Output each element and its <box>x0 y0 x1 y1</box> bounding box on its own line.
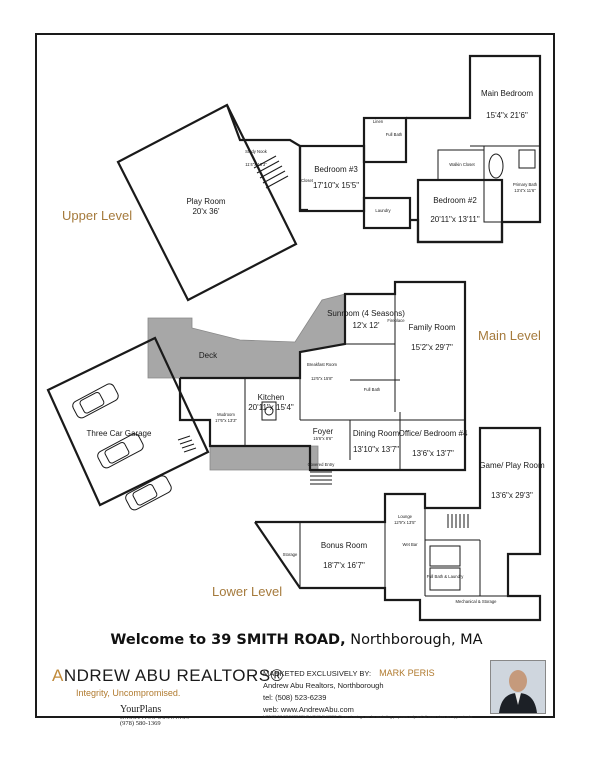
lower-level-outline <box>254 426 542 622</box>
family-room-dims: 15'2"x 29'7" <box>411 343 453 352</box>
marketing-block: MARKETED EXCLUSIVELY BY: MARK PERIS Andre… <box>263 667 435 716</box>
bonus-room-dims: 18'7"x 16'7" <box>323 561 365 570</box>
page-title: Welcome to 39 SMITH ROAD, Northborough, … <box>0 632 593 648</box>
mudroom-dims: 17'6"x 13'3" <box>215 418 237 423</box>
yourplans-phone: (978) 580-1369 <box>120 720 161 727</box>
lounge-label: Lounge <box>398 514 413 519</box>
realtor-brand: ANDREW ABU REALTORS® Integrity, Uncompro… <box>52 666 284 698</box>
garage-label: Three Car Garage <box>87 429 152 438</box>
storage-label: Storage <box>283 552 298 557</box>
breakfast-room-dims: 12'6"x 15'8" <box>311 376 333 381</box>
full-bath-upper-label: Full Bath <box>386 132 403 137</box>
upper-stairs <box>253 155 289 189</box>
room-labels: Play Room 20'x 36' Study Nook 11'4"x 13'… <box>87 89 545 604</box>
main-level-plan <box>46 280 467 511</box>
main-bedroom-label: Main Bedroom <box>481 89 533 98</box>
agent-tel: tel: (508) 523-6239 <box>263 693 327 702</box>
bedroom3-label: Bedroom #3 <box>314 165 358 174</box>
front-steps <box>310 471 332 485</box>
play-room-dims: 20'x 36' <box>192 207 220 216</box>
plan-frame <box>35 33 555 718</box>
bonus-room-label: Bonus Room <box>321 541 368 550</box>
dining-room-dims: 13'10"x 13'7" <box>353 445 399 454</box>
bedroom2-label: Bedroom #2 <box>433 196 477 205</box>
deck-label: Deck <box>199 351 218 360</box>
main-bedroom-dims: 15'4"x 21'6" <box>486 111 528 120</box>
full-bath-laundry-label: Full Bath & Laundry <box>427 574 465 579</box>
laundry-label: Laundry <box>375 208 391 213</box>
agent-portrait-icon <box>491 661 545 713</box>
lounge-dims: 12'9"x 13'5" <box>394 520 416 525</box>
side-steps <box>177 435 197 453</box>
lower-level-label: Lower Level <box>212 584 283 599</box>
agent-company: Andrew Abu Realtors, Northborough <box>263 681 384 690</box>
play-room-label: Play Room <box>186 197 225 206</box>
marketed-by-label: MARKETED EXCLUSIVELY BY: <box>263 669 372 678</box>
study-nook-outline <box>225 104 308 212</box>
title-main: Welcome to 39 SMITH ROAD, <box>110 632 346 648</box>
brand-logo-letter: A <box>52 666 64 685</box>
upper-level-plan <box>116 54 542 302</box>
study-nook-dims: 11'4"x 13'3" <box>245 162 267 167</box>
agent-photo <box>490 660 546 714</box>
kitchen-label: Kitchen <box>258 393 285 402</box>
lower-level-plan <box>254 426 542 622</box>
sunroom-dims: 12'x 12' <box>352 321 380 330</box>
yourplans-name: YourPlans <box>120 704 162 715</box>
wet-bar-label: Wet Bar <box>402 542 418 547</box>
foyer-label: Foyer <box>313 427 334 436</box>
yourplans-credit: YourPlans MARKETING DRAWINGS (978) 580-1… <box>120 704 190 727</box>
primary-bath-dims: 13'4"x 11'6" <box>514 188 536 193</box>
bedroom3-outline <box>298 144 366 213</box>
bedroom2-dims: 20'11"x 13'11" <box>430 215 480 224</box>
sunroom-label: Sunroom (4 Seasons) <box>327 309 405 318</box>
foyer-dims: 15'6"x 8'6" <box>313 436 333 441</box>
yourplans-sub: MARKETING DRAWINGS <box>120 715 191 720</box>
closet-label-upper: Closet <box>301 178 314 183</box>
front-walk-shape <box>209 445 319 471</box>
agent-web[interactable]: web: www.AndrewAbu.com <box>263 705 354 714</box>
full-bath-upper-outline <box>362 116 408 164</box>
dining-room-label: Dining Room <box>353 429 400 438</box>
brand-name: NDREW ABU REALTORS® <box>63 666 284 685</box>
brand-tagline: Integrity, Uncompromised. <box>76 688 181 698</box>
family-room-label: Family Room <box>408 323 455 332</box>
office-dims: 13'6"x 13'7" <box>412 449 454 458</box>
study-nook-label: Study Nook <box>245 149 268 154</box>
covered-entry-label: Covered Entry <box>308 462 336 467</box>
lower-stairs <box>447 514 469 528</box>
play-room-outline <box>116 103 298 302</box>
agent-name: MARK PERIS <box>379 668 435 678</box>
mudroom-label: Mudroom <box>217 412 235 417</box>
main-level-label: Main Level <box>478 328 541 343</box>
kitchen-dims: 20'11"x 15'4" <box>248 403 294 412</box>
title-city: Northborough, MA <box>345 632 483 648</box>
primary-bath-label: Primary Bath <box>513 182 538 187</box>
game-room-label: Game/ Play Room <box>479 461 545 470</box>
linen-label: Linen <box>373 119 384 124</box>
office-label: Office/ Bedroom #4 <box>399 429 468 438</box>
laundry-outline <box>362 196 412 230</box>
garage-outline <box>46 336 210 507</box>
bedroom3-dims: 17'10"x 15'5" <box>313 181 359 190</box>
upper-level-label: Upper Level <box>62 208 133 223</box>
game-room-dims: 13'6"x 29'3" <box>491 491 533 500</box>
mechanical-label: Mechanical & Storage <box>456 599 498 604</box>
bedroom2-outline <box>416 178 504 244</box>
walkin-closet-label: Walkin Closet <box>449 162 475 167</box>
breakfast-room-label: Breakfast Room <box>307 362 338 367</box>
full-bath-main-label: Full Bath <box>364 387 381 392</box>
garage-cars <box>72 383 172 511</box>
main-house-outline <box>178 280 467 472</box>
notice-text: NOTICE TO PROSPECTIVE HOME BUYERS: These… <box>263 715 474 719</box>
fireplace-label: Fireplace <box>387 318 405 323</box>
